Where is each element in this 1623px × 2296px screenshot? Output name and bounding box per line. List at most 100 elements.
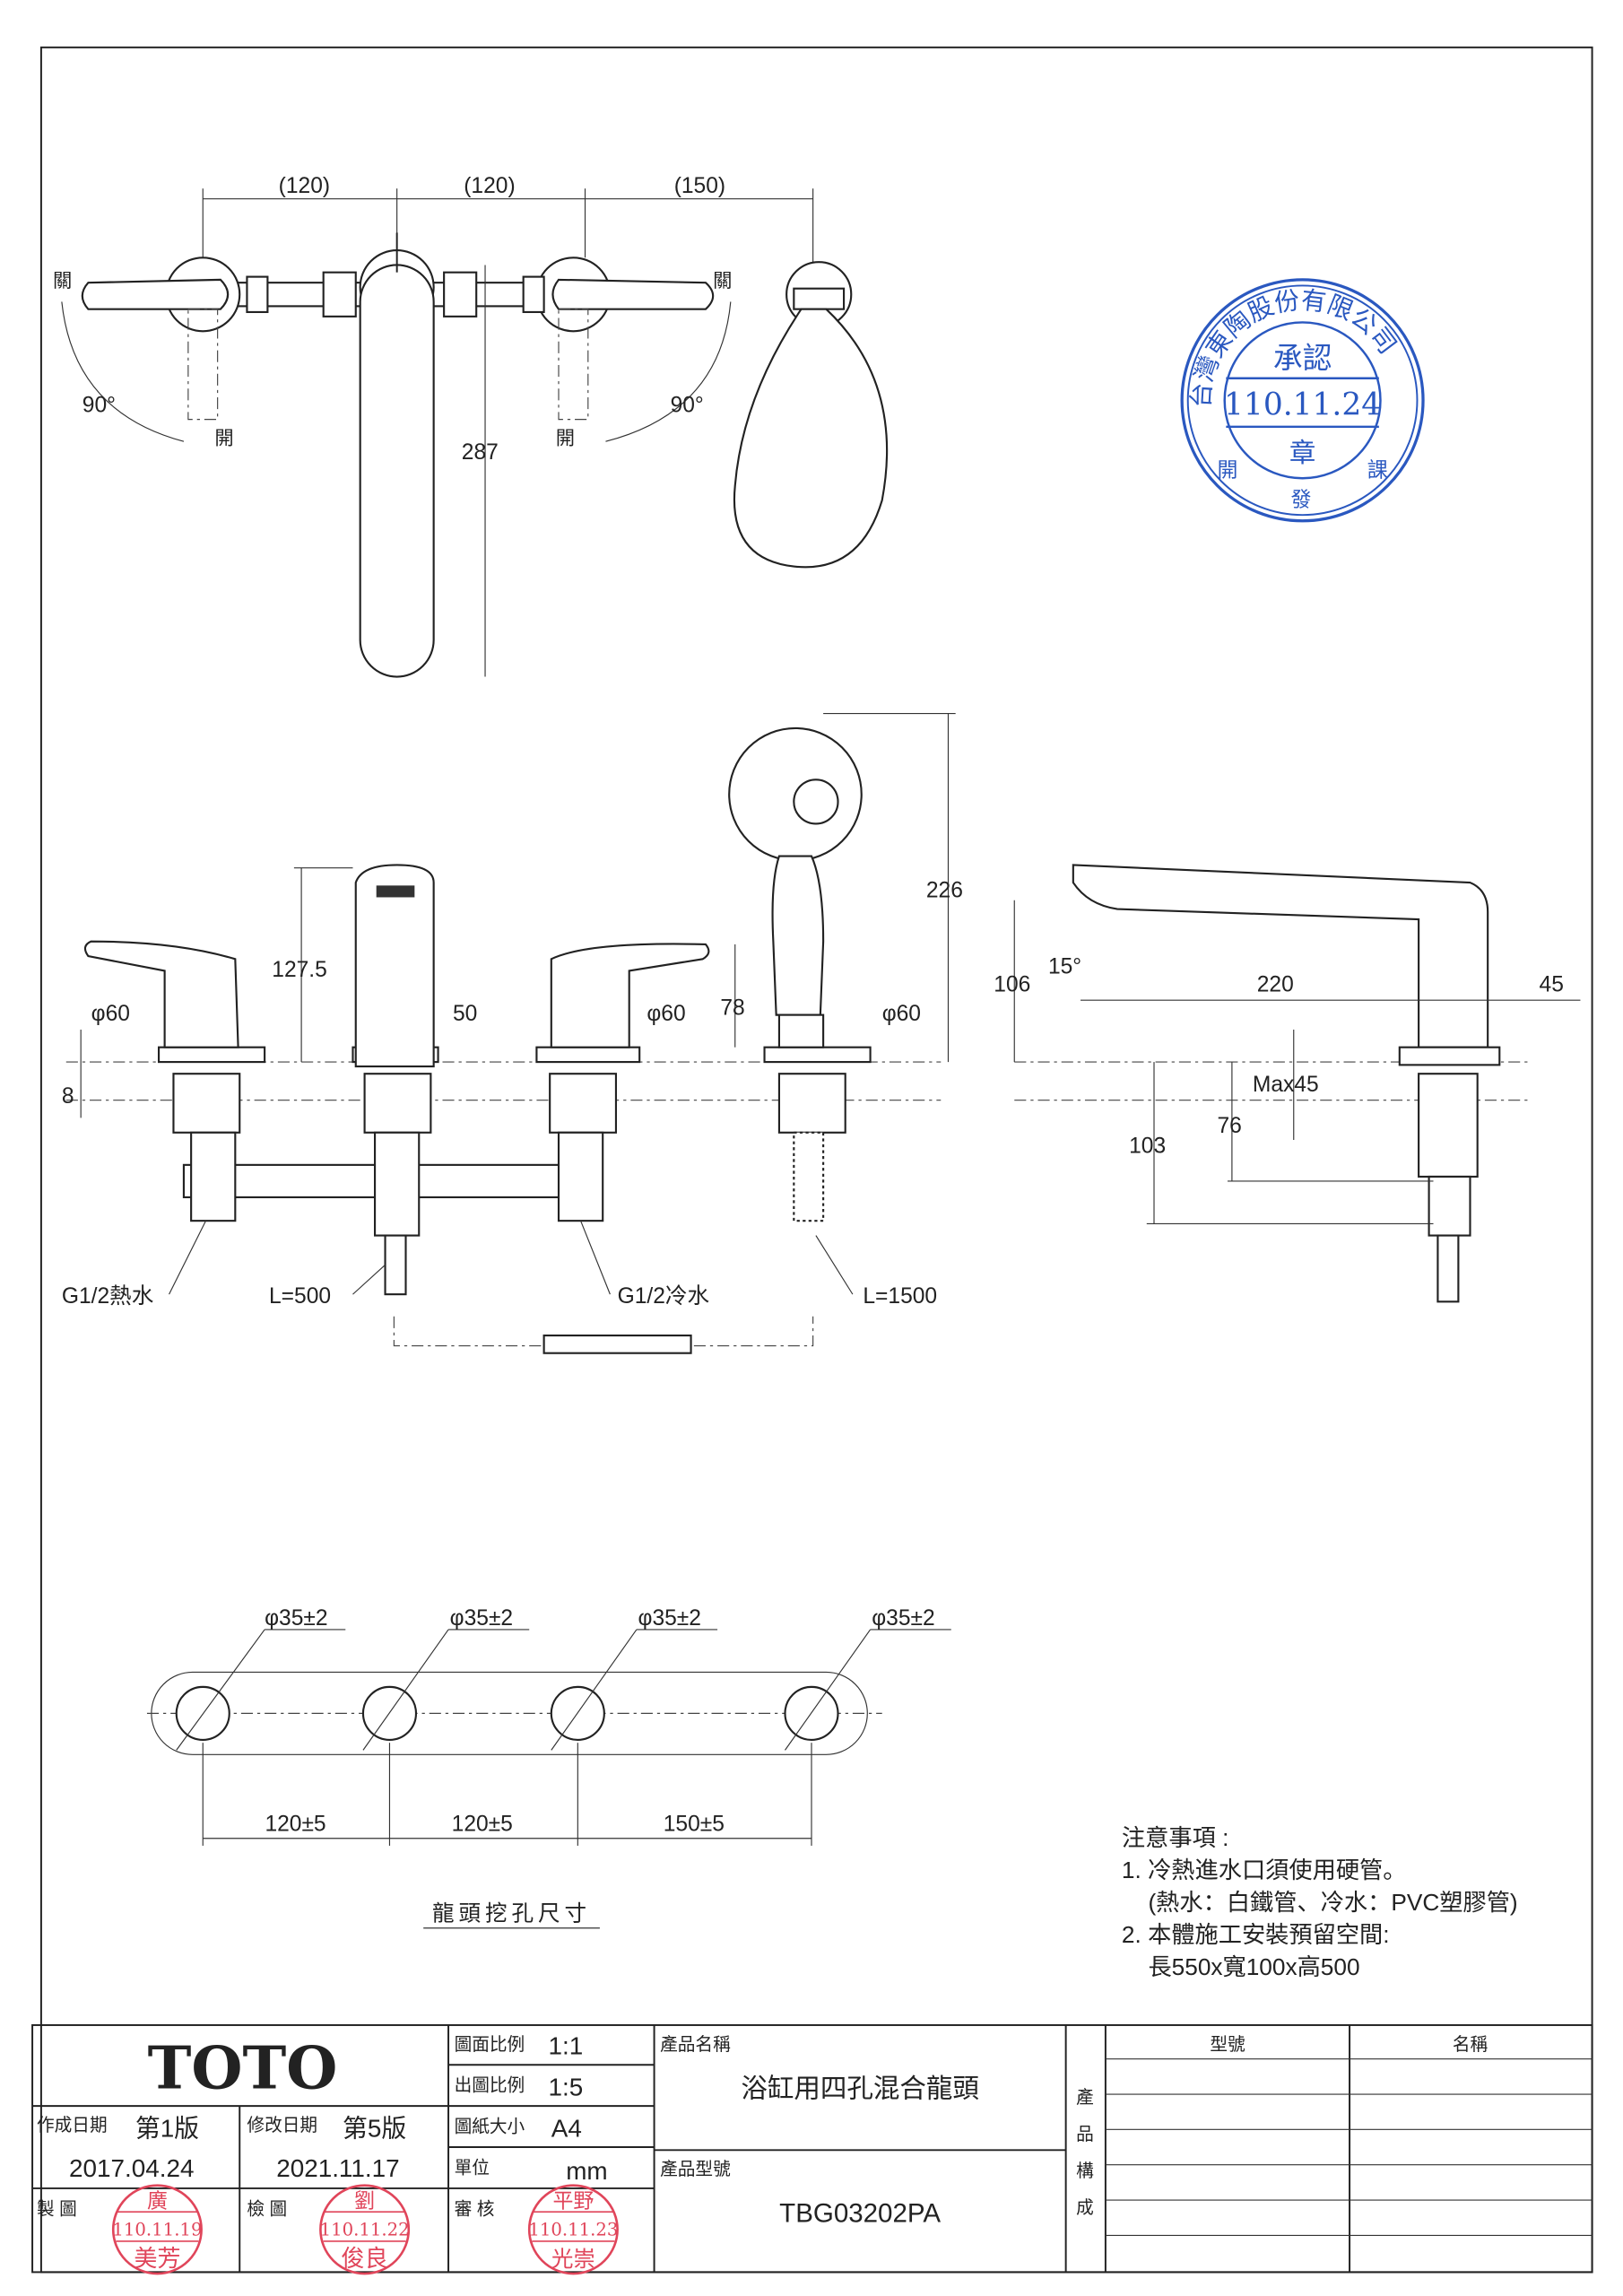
close-label: 關	[53, 270, 72, 291]
dim-label: 76	[1218, 1114, 1242, 1138]
value: 1:5	[549, 2074, 584, 2101]
label: 圖紙大小	[455, 2118, 525, 2137]
hole-label: φ35±2	[872, 1606, 934, 1631]
dim-label: 103	[1129, 1135, 1166, 1159]
value: A4	[551, 2115, 582, 2143]
callout-hose-short: L=500	[269, 1284, 331, 1309]
dim-label: 50	[453, 1002, 477, 1026]
note-line: 1. 冷熱進水口須使用硬管。	[1122, 1857, 1407, 1883]
value: 第5版	[343, 2115, 406, 2143]
stamp-date: 110.11.22	[320, 2219, 410, 2239]
dim-label: φ60	[91, 1002, 130, 1026]
dim-label: 106	[994, 972, 1030, 996]
callout-cold-water: G1/2冷水	[618, 1283, 709, 1309]
label: 審 核	[455, 2199, 495, 2219]
dim-label: φ60	[647, 1002, 685, 1026]
label: 圖面比例	[455, 2035, 525, 2055]
hose-connector	[542, 1334, 692, 1354]
signature-stamp: 平野 110.11.23 光崇	[527, 2184, 619, 2275]
label: 構	[1076, 2161, 1094, 2181]
hole-caption: 龍頭挖孔尺寸	[432, 1901, 591, 1926]
open-label: 開	[214, 428, 233, 449]
open-label: 開	[556, 428, 575, 449]
product-name: 浴缸用四孔混合龍頭	[741, 2074, 979, 2103]
notes: 注意事項 : 1. 冷熱進水口須使用硬管。 (熱水：白鐵管、冷水：PVC塑膠管)…	[1122, 1824, 1518, 1980]
handle-left	[81, 278, 230, 310]
stamp-name: 光崇	[551, 2246, 595, 2272]
value: 第1版	[135, 2115, 199, 2143]
hole-label: φ35±2	[265, 1606, 327, 1631]
stamp-text: 劉	[354, 2189, 375, 2213]
label: 成	[1076, 2198, 1094, 2218]
stamp-name: 美芳	[134, 2246, 180, 2273]
stamp-date: 110.11.23	[528, 2219, 618, 2239]
stamp-text: 廣	[147, 2189, 168, 2213]
stamp-date: 110.11.24	[1224, 387, 1381, 423]
dim-label: φ60	[882, 1002, 921, 1026]
handle-left-front	[83, 940, 239, 1048]
title-block: TOTO 圖面比例 1:1 出圖比例 1:5 圖紙大小 A4 單位 mm 作成日…	[31, 2023, 1593, 2274]
dim-label: 220	[1257, 972, 1294, 996]
revised-date: 2021.11.17	[276, 2154, 399, 2182]
hole-label: φ35±2	[450, 1606, 513, 1631]
handle-right	[551, 278, 715, 310]
stamp-dept: 開	[1218, 459, 1238, 483]
label: 作成日期	[37, 2116, 108, 2135]
side-view: 106 15° 220 45 Max45 76 103	[994, 864, 1581, 1303]
dim-label: 45	[1540, 972, 1564, 996]
top-view: (120) (120) (150) 關 開 90° 關 開 90° 287	[53, 174, 889, 678]
stamp-text: 平野	[552, 2189, 594, 2213]
value: 1:1	[549, 2032, 584, 2060]
dim-label: 127.5	[272, 958, 327, 982]
toto-logo: TOTO	[148, 2033, 338, 2102]
hole-cutout-view: φ35±2 φ35±2 φ35±2 φ35±2 120±5 120±5 150±…	[146, 1606, 951, 1929]
dim-label: (120)	[464, 174, 515, 198]
approval-stamp: 台灣東陶股份有限公司 承認 110.11.24 章 開 發 課	[1180, 278, 1425, 523]
note-line: 長550x寬100x高500	[1148, 1953, 1359, 1980]
callout-hose-long: L=1500	[863, 1284, 937, 1309]
spacing-label: 120±5	[265, 1813, 325, 1837]
handle-right-front	[550, 943, 710, 1048]
signature-stamp: 廣 110.11.19 美芳	[111, 2184, 203, 2275]
label: 產品型號	[660, 2160, 731, 2179]
signature-stamp: 劉 110.11.22 俊良	[319, 2184, 411, 2275]
dim-label: 78	[720, 996, 744, 1021]
stamp-dept: 課	[1367, 459, 1388, 483]
column-header: 名稱	[1453, 2035, 1488, 2055]
label: 產品名稱	[660, 2035, 731, 2055]
close-label: 關	[713, 270, 732, 291]
dim-label: Max45	[1253, 1073, 1319, 1097]
label: 單位	[455, 2159, 490, 2179]
stamp-date: 110.11.19	[112, 2219, 202, 2239]
dim-label: 226	[926, 878, 963, 902]
spout-side	[1072, 864, 1489, 1048]
dim-label: 15°	[1048, 955, 1081, 979]
dim-label: 8	[62, 1084, 74, 1109]
shower-head-top	[733, 308, 889, 569]
spacing-label: 120±5	[452, 1813, 513, 1837]
label: 製 圖	[37, 2199, 77, 2219]
label: 出圖比例	[455, 2076, 525, 2096]
hole-label: φ35±2	[638, 1606, 701, 1631]
stamp-seal: 章	[1289, 438, 1316, 468]
note-line: (熱水：白鐵管、冷水：PVC塑膠管)	[1148, 1889, 1517, 1916]
column-header: 型號	[1210, 2035, 1245, 2055]
dim-label: (120)	[279, 174, 330, 198]
spout-top	[359, 264, 435, 678]
label: 品	[1076, 2125, 1094, 2144]
angle-label: 90°	[671, 393, 704, 417]
notes-title: 注意事項 :	[1122, 1824, 1228, 1851]
angle-label: 90°	[82, 393, 116, 417]
created-date: 2017.04.24	[69, 2154, 194, 2182]
stamp-dept: 發	[1290, 488, 1311, 511]
front-view: 127.5 50 78 226 φ60 φ60 φ60 8 G1/2熱水 L=5…	[62, 712, 963, 1354]
callout-hot-water: G1/2熱水	[62, 1283, 153, 1309]
product-code: TBG03202PA	[779, 2199, 941, 2229]
label: 修改日期	[247, 2116, 317, 2135]
spout-front	[354, 864, 435, 1068]
spacing-label: 150±5	[664, 1813, 725, 1837]
value: mm	[566, 2157, 607, 2185]
label: 產	[1076, 2088, 1094, 2108]
dim-label: 287	[462, 440, 499, 465]
